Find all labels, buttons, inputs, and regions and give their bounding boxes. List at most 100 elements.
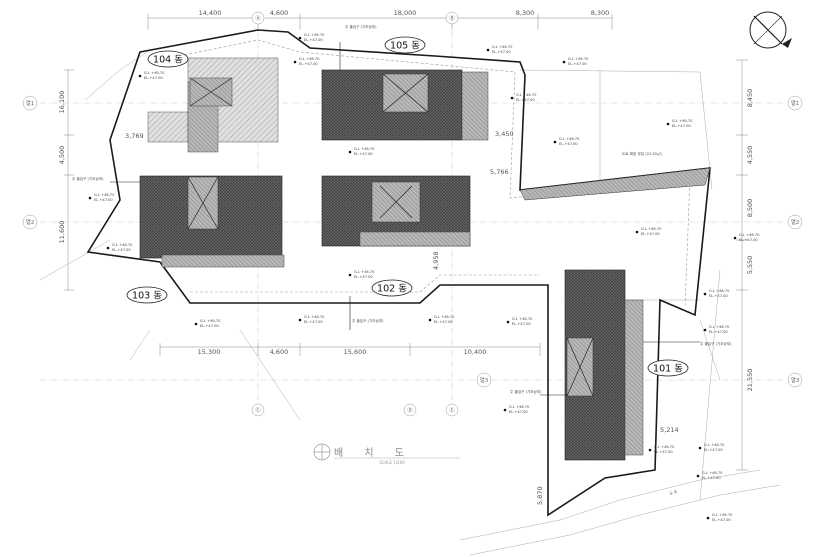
svg-text:EL.+47.00: EL.+47.00 xyxy=(112,248,131,252)
svg-text:G.L +46.70: G.L +46.70 xyxy=(434,315,455,319)
svg-text:EL.+47.00: EL.+47.00 xyxy=(144,76,163,80)
svg-text:10,400: 10,400 xyxy=(464,348,487,356)
svg-text:G.L +46.70: G.L +46.70 xyxy=(304,315,325,319)
svg-text:16,100: 16,100 xyxy=(58,91,66,114)
svg-text:8,500: 8,500 xyxy=(746,199,754,218)
svg-text:EL.+47.00: EL.+47.00 xyxy=(702,476,721,480)
svg-text:주 출입구 (기초상부): 주 출입구 (기초상부) xyxy=(510,389,542,394)
svg-text:101 동: 101 동 xyxy=(653,364,683,375)
svg-text:EL.+47.00: EL.+47.00 xyxy=(709,330,728,334)
svg-text:EL.+47.00: EL.+47.00 xyxy=(739,238,758,242)
svg-text:15,300: 15,300 xyxy=(198,348,221,356)
building-label-105: 105 동 xyxy=(384,36,426,54)
building-label-104: 104 동 xyxy=(147,50,189,68)
svg-text:G.L +46.70: G.L +46.70 xyxy=(709,325,730,329)
svg-text:3,769: 3,769 xyxy=(125,132,144,140)
svg-text:105 동: 105 동 xyxy=(390,41,420,52)
svg-text:Ⓒ: Ⓒ xyxy=(255,406,261,414)
svg-text:EL.+47.00: EL.+47.00 xyxy=(712,518,731,522)
svg-text:8,300: 8,300 xyxy=(516,9,535,17)
building-105 xyxy=(321,69,489,141)
building-102 xyxy=(321,175,471,247)
svg-text:열1: 열1 xyxy=(26,99,35,107)
svg-text:G.L +46.70: G.L +46.70 xyxy=(712,513,733,517)
svg-text:5,870: 5,870 xyxy=(536,486,544,505)
svg-text:G.L +46.70: G.L +46.70 xyxy=(144,71,165,75)
svg-text:EL.+47.00: EL.+47.00 xyxy=(200,324,219,328)
svg-text:104 동: 104 동 xyxy=(153,55,183,66)
svg-text:G.L +46.70: G.L +46.70 xyxy=(200,319,221,323)
leader-lines xyxy=(110,42,700,396)
svg-text:G.L +46.70: G.L +46.70 xyxy=(641,227,662,231)
svg-text:4,600: 4,600 xyxy=(270,348,289,356)
svg-text:EL.+47.00: EL.+47.00 xyxy=(704,448,723,452)
north-arrow-icon xyxy=(749,11,792,49)
svg-text:5,766: 5,766 xyxy=(490,168,509,176)
svg-text:도 로: 도 로 xyxy=(669,490,678,496)
svg-text:주 출입구 (기초상부): 주 출입구 (기초상부) xyxy=(345,24,377,29)
svg-text:5,214: 5,214 xyxy=(660,426,679,434)
dimension-texts: 14,400 4,600 18,000 8,300 8,300 15,300 4… xyxy=(58,9,754,505)
svg-text:Ⓓ: Ⓓ xyxy=(407,406,413,414)
svg-text:4,550: 4,550 xyxy=(746,146,754,165)
svg-text:G.L +46.70: G.L +46.70 xyxy=(304,33,325,37)
svg-text:G.L +46.70: G.L +46.70 xyxy=(94,193,115,197)
svg-text:G.L +46.70: G.L +46.70 xyxy=(568,57,589,61)
svg-text:EL.+47.00: EL.+47.00 xyxy=(512,322,531,326)
svg-text:배 치 도: 배 치 도 xyxy=(334,447,413,459)
svg-text:Ⓐ: Ⓐ xyxy=(255,14,261,22)
svg-text:Ⓑ: Ⓑ xyxy=(449,14,455,22)
svg-text:G.L +46.70: G.L +46.70 xyxy=(492,45,513,49)
svg-text:4,500: 4,500 xyxy=(58,146,66,165)
svg-text:3,450: 3,450 xyxy=(495,130,514,138)
svg-text:G.L +46.70: G.L +46.70 xyxy=(509,405,530,409)
svg-text:14,400: 14,400 xyxy=(199,9,222,17)
svg-text:8,450: 8,450 xyxy=(746,89,754,108)
svg-text:EL.+47.00: EL.+47.00 xyxy=(304,320,323,324)
svg-text:5,550: 5,550 xyxy=(746,256,754,275)
svg-text:8,300: 8,300 xyxy=(591,9,610,17)
svg-text:주 출입구 (기초상부): 주 출입구 (기초상부) xyxy=(352,318,384,323)
svg-text:103 동: 103 동 xyxy=(132,291,162,302)
svg-text:4,958: 4,958 xyxy=(432,251,440,270)
svg-text:주 출입구 (기초상부): 주 출입구 (기초상부) xyxy=(72,176,104,181)
svg-text:열3: 열3 xyxy=(791,376,800,384)
svg-text:G.L +46.70: G.L +46.70 xyxy=(112,243,133,247)
svg-text:주 출입구 (기초상부): 주 출입구 (기초상부) xyxy=(700,341,732,346)
context-lines xyxy=(39,49,781,556)
svg-text:15,600: 15,600 xyxy=(344,348,367,356)
svg-text:EL.+47.00: EL.+47.00 xyxy=(568,62,587,66)
svg-text:EL.+47.00: EL.+47.00 xyxy=(516,98,535,102)
svg-text:열1: 열1 xyxy=(791,99,800,107)
svg-text:G.L +46.70: G.L +46.70 xyxy=(702,471,723,475)
building-label-101: 101 동 xyxy=(647,359,689,377)
grid-markers xyxy=(22,11,803,417)
building-104 xyxy=(147,57,279,153)
road-widening-strip xyxy=(519,167,711,201)
svg-text:EL.+47.00: EL.+47.00 xyxy=(559,142,578,146)
svg-text:G.L +46.70: G.L +46.70 xyxy=(354,147,375,151)
svg-text:EL.+47.00: EL.+47.00 xyxy=(354,152,373,156)
svg-text:102 동: 102 동 xyxy=(377,284,407,295)
building-103 xyxy=(139,175,285,268)
svg-text:G.L +46.70: G.L +46.70 xyxy=(672,119,693,123)
level-labels: G.L +46.70 EL.+47.00 G.L +46.70 EL.+47.0… xyxy=(94,33,760,522)
building-label-102: 102 동 xyxy=(371,279,413,297)
svg-text:EL.+47.00: EL.+47.00 xyxy=(654,450,673,454)
svg-text:4,600: 4,600 xyxy=(270,9,289,17)
svg-text:SCALE 1/400: SCALE 1/400 xyxy=(379,460,405,465)
svg-text:열2: 열2 xyxy=(26,218,35,226)
svg-text:EL.+47.00: EL.+47.00 xyxy=(641,232,660,236)
svg-text:EL.+47.00: EL.+47.00 xyxy=(709,294,728,298)
dimension-lines xyxy=(64,14,748,471)
svg-text:G.L +46.70: G.L +46.70 xyxy=(704,443,725,447)
grid-marker-labels: 열1 열1 열2 열2 열3 열3 Ⓐ Ⓑ Ⓒ Ⓓ Ⓔ xyxy=(26,14,800,414)
site-boundary xyxy=(86,29,711,517)
svg-text:G.L +46.70: G.L +46.70 xyxy=(654,445,675,449)
svg-text:G.L +46.70: G.L +46.70 xyxy=(354,270,375,274)
svg-text:EL.+47.00: EL.+47.00 xyxy=(354,275,373,279)
svg-text:G.L +46.70: G.L +46.70 xyxy=(559,137,580,141)
svg-text:EL.+47.00: EL.+47.00 xyxy=(672,124,691,128)
svg-text:G.L +46.70: G.L +46.70 xyxy=(512,317,533,321)
building-101 xyxy=(564,269,644,461)
